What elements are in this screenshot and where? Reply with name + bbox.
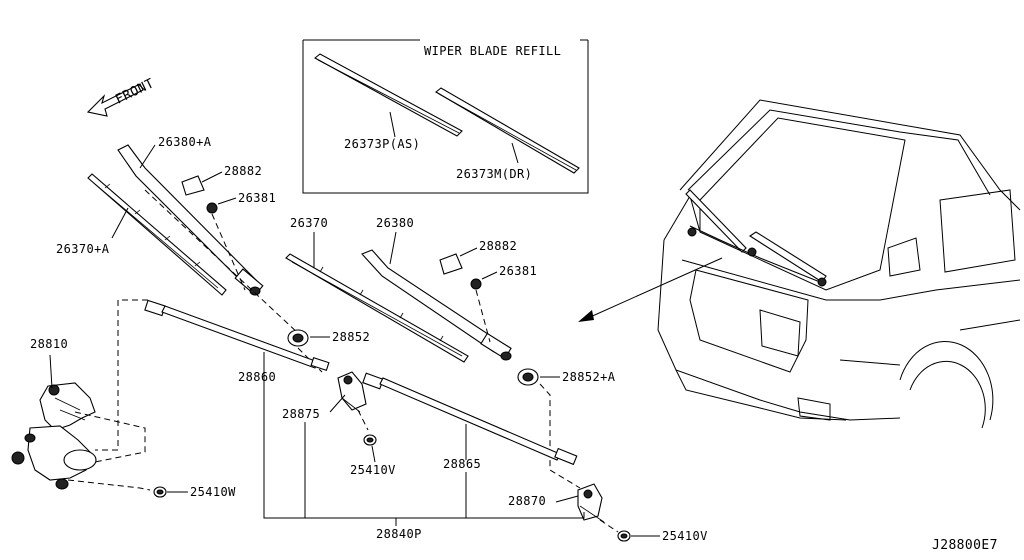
blade-26370A [87,173,227,296]
label-28852: 28852 [332,330,370,344]
label-26381-right: 26381 [499,264,537,278]
link-rod-28865 [362,372,578,466]
refill-strip-dr [435,87,580,174]
label-28860: 28860 [238,370,276,384]
diagram-code: J28800E7 [932,538,998,553]
label-28870: 28870 [508,494,546,508]
label-26373P: 26373P(AS) [344,137,420,151]
link-rod-28860 [144,299,330,371]
label-26381-left: 26381 [238,191,276,205]
nut-26381-right [470,278,482,290]
nut-26381-left [206,202,218,214]
location-arrow [578,257,723,322]
assembly-bracket-28840P [263,380,585,526]
label-26370: 26370 [290,216,328,230]
refill-title: WIPER BLADE REFILL [424,44,561,58]
label-26380A: 26380+A [158,135,212,149]
label-28875: 28875 [282,407,320,421]
label-28840P: 28840P [376,527,422,541]
label-28882-right: 28882 [479,239,517,253]
label-25410V-lower: 25410V [662,529,708,543]
screw-25410W [153,486,167,498]
label-26380: 26380 [376,216,414,230]
label-25410W: 25410W [190,485,236,499]
front-label: FRONT [113,76,157,108]
pivot-28870 [577,483,605,523]
wiper-motor-28810 [11,382,97,490]
label-28810: 28810 [30,337,68,351]
screw-25410V-center [363,434,377,446]
label-26373M: 26373M(DR) [456,167,532,181]
pivot-cap-28852A [517,368,539,386]
label-26370A: 26370+A [56,242,110,256]
arm-26380A [117,144,264,296]
cap-28882-right [439,253,463,275]
van-illustration [657,99,1021,429]
pivot-cap-28852 [287,329,309,347]
blade-26370 [285,253,469,363]
pivot-bracket-28875 [337,371,367,413]
front-arrow [86,83,144,117]
refill-box [302,39,589,194]
label-28852A: 28852+A [562,370,616,384]
arm-26380 [361,249,512,361]
refill-strip-as [314,53,463,137]
label-28882-left: 28882 [224,164,262,178]
label-25410V-center: 25410V [350,463,396,477]
cap-28882-left [181,175,205,196]
screw-25410V-lower [617,530,631,542]
label-28865: 28865 [443,457,481,471]
